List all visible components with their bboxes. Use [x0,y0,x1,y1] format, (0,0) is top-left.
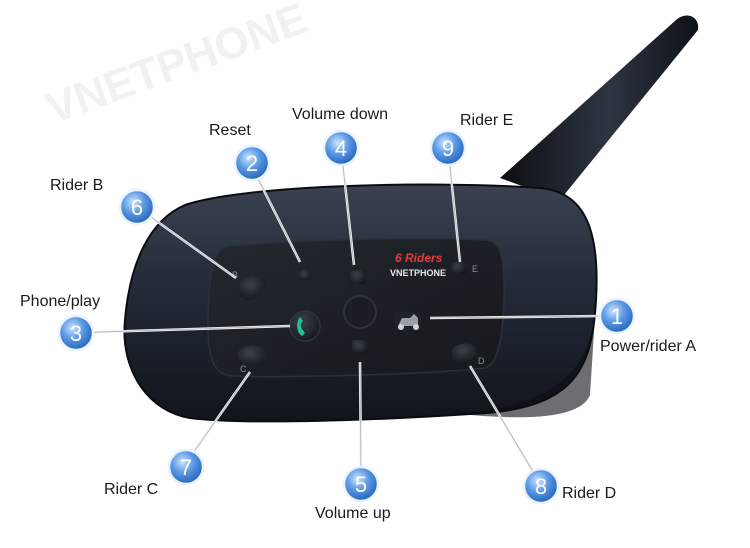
watermark-text: VNETPHONE [40,0,314,134]
volume-down-button [350,270,366,284]
callout-badge-1: 1 [598,297,636,335]
rider-e-button [452,262,466,274]
volume-up-button [352,340,368,354]
label-rider-d: Rider D [562,485,617,502]
label-reset: Reset [209,122,251,139]
callout-badge-3: 3 [57,314,95,352]
button-letter-c: C [240,364,247,374]
reset-button [299,269,311,281]
label-rider-b: Rider B [50,177,104,194]
label-volume-down: Volume down [292,106,389,123]
brand-top: 6 Riders [395,251,443,265]
label-phone-play: Phone/play [20,293,101,310]
rider-d-button [452,343,478,363]
rider-c-button [238,345,268,367]
antenna [500,15,699,201]
button-letter-b: B [232,270,238,280]
phone-play-button [289,310,321,342]
callout-number-4: 4 [335,136,347,161]
callout-badge-5: 5 [342,465,380,503]
callout-badge-7: 7 [167,448,205,486]
callout-badge-2: 2 [233,144,271,182]
callout-number-9: 9 [442,136,454,161]
button-letter-d: D [478,356,485,366]
callout-number-1: 1 [611,304,623,329]
leader-lines-dark [69,147,604,486]
callout-number-2: 2 [246,151,258,176]
callout-number-3: 3 [70,321,82,346]
callout-number-8: 8 [535,474,547,499]
phone-icon [297,317,305,336]
label-rider-c: Rider C [104,481,159,498]
callout-badge-6: 6 [118,188,156,226]
callout-number-6: 6 [131,195,143,220]
callout-number-5: 5 [355,472,367,497]
callout-number-7: 7 [180,455,192,480]
callout-badge-4: 4 [322,129,360,167]
label-volume-up: Volume up [315,505,391,522]
intercom-device: B E C D 6 Riders VNETPHONE [123,183,598,423]
motorcycle-icon [398,314,418,326]
callout-badge-8: 8 [522,467,560,505]
brand-bottom: VNETPHONE [390,268,446,278]
label-rider-e: Rider E [460,112,514,129]
label-power-rider-a: Power/rider A [600,338,697,355]
power-rider-a-button [395,312,421,330]
button-letter-e: E [472,264,478,274]
rider-b-button [240,276,266,300]
callout-badge-9: 9 [429,129,467,167]
